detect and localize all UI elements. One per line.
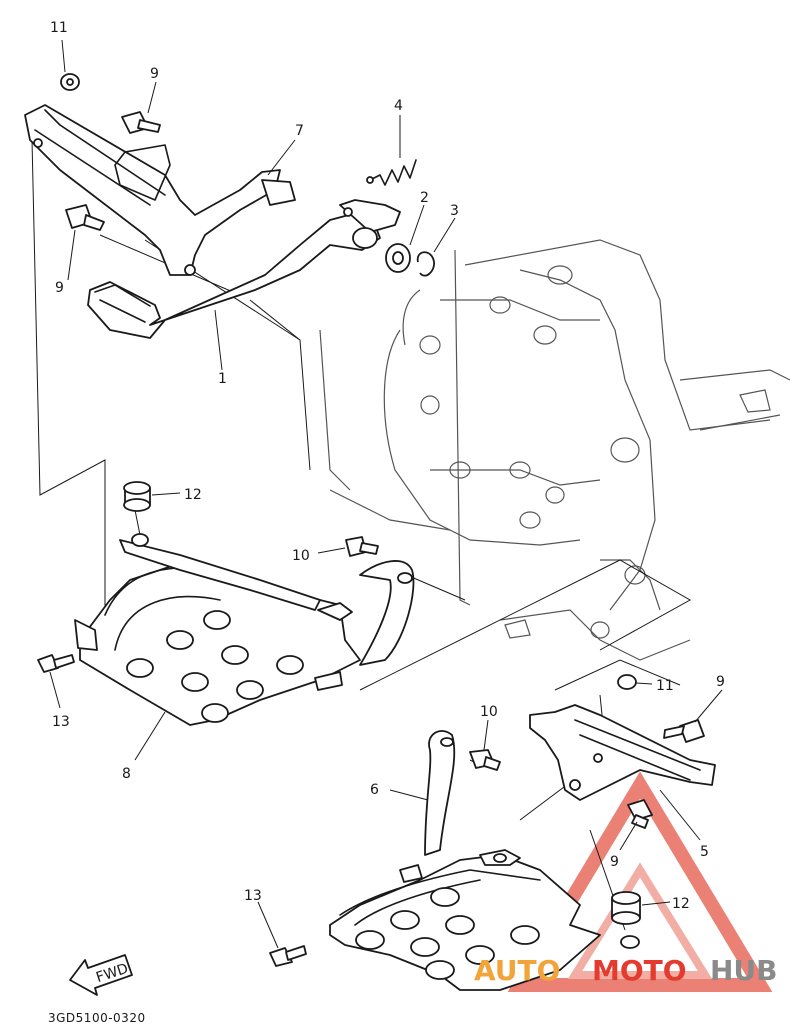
fwd-arrow: FWD <box>69 954 133 996</box>
callout-9-right: 9 <box>716 674 725 690</box>
callout-5: 5 <box>700 844 709 860</box>
callout-9-left: 9 <box>55 280 64 296</box>
callout-9-top: 9 <box>150 66 159 82</box>
callout-8: 8 <box>122 766 131 782</box>
watermark-moto: MOTO <box>592 954 687 987</box>
spring-washer-clip <box>366 159 435 277</box>
callout-11-right: 11 <box>656 678 674 694</box>
callout-7: 7 <box>295 123 304 139</box>
callout-3: 3 <box>450 203 459 219</box>
frame-outline <box>319 239 791 661</box>
callout-4: 4 <box>394 98 403 114</box>
watermark-text: AUTO MOTO HUB <box>474 954 778 987</box>
callout-1: 1 <box>218 371 227 387</box>
callout-12-left: 12 <box>184 487 202 503</box>
callout-2: 2 <box>420 190 429 206</box>
leader-lines <box>49 39 723 949</box>
damper-right <box>611 891 641 949</box>
assembly-guides <box>31 139 692 931</box>
callout-11-left: 11 <box>50 20 68 36</box>
callout-13-left: 13 <box>52 714 70 730</box>
left-under-guard <box>74 533 415 726</box>
callout-labels: 11 9 7 4 2 3 9 1 12 10 13 8 10 6 11 9 5 … <box>50 20 725 912</box>
left-footrest-bracket <box>24 104 296 276</box>
watermark-auto: AUTO <box>474 954 560 987</box>
right-footrest-bracket <box>529 674 716 829</box>
callout-12-right: 12 <box>672 896 690 912</box>
callout-9-bottom: 9 <box>610 854 619 870</box>
callout-13-bottom: 13 <box>244 888 262 904</box>
damper-and-bolts-left <box>37 481 379 673</box>
watermark-hub: HUB <box>710 954 778 987</box>
callout-10-left: 10 <box>292 548 310 564</box>
diagram-code: 3GD5100-0320 <box>48 1011 146 1025</box>
callout-6: 6 <box>370 782 379 798</box>
right-under-guard <box>269 730 601 991</box>
brake-pedal <box>87 199 401 339</box>
watermark-logo <box>507 771 773 992</box>
bolts-top-left <box>60 73 161 231</box>
callout-10-right: 10 <box>480 704 498 720</box>
